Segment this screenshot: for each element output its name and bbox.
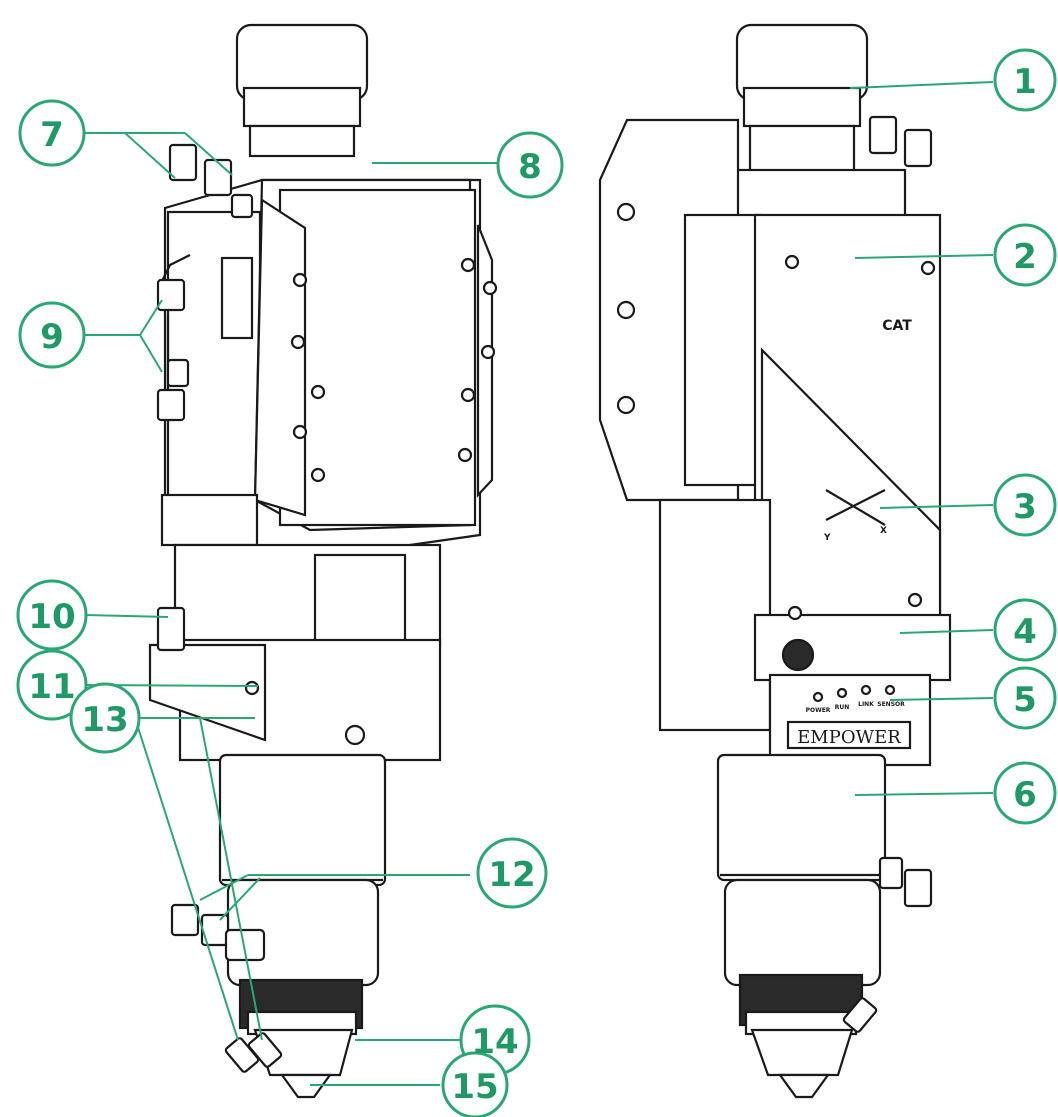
callout-8-circle xyxy=(496,131,564,199)
callout-11-circle xyxy=(16,649,88,721)
callout-6-label: 6 xyxy=(1013,775,1037,815)
left-view xyxy=(148,23,498,1099)
led-label-run: RUN xyxy=(835,704,850,711)
callout-4-label: 4 xyxy=(1013,612,1037,652)
callout-3-label: 3 xyxy=(1013,487,1037,527)
callout-15-circle xyxy=(441,1051,509,1117)
callout-12-label: 12 xyxy=(488,855,535,895)
led-label-link: LINK xyxy=(858,701,874,708)
callout-15-label: 15 xyxy=(451,1067,498,1107)
callout-1-label: 1 xyxy=(1013,62,1037,102)
axis-y-label: Y xyxy=(823,533,831,543)
callout-11-label: 11 xyxy=(28,667,75,707)
callout-circles xyxy=(16,48,1057,1117)
callout-14-label: 14 xyxy=(471,1022,518,1062)
callout-2-label: 2 xyxy=(1013,237,1037,277)
callout-5-circle xyxy=(993,666,1057,730)
callout-7-circle xyxy=(18,99,86,167)
callout-10-circle xyxy=(16,579,88,651)
logo-text: CAT xyxy=(882,318,912,334)
callout-9-label: 9 xyxy=(40,317,64,357)
callout-3-circle xyxy=(993,473,1057,537)
callout-9-circle xyxy=(18,301,86,369)
callout-2-circle xyxy=(993,223,1057,287)
led-label-sensor: SENSOR xyxy=(877,701,905,708)
callout-6-circle xyxy=(993,761,1057,825)
callout-10-label: 10 xyxy=(28,597,75,637)
callout-7-label: 7 xyxy=(40,115,64,155)
axis-x-label: X xyxy=(880,526,887,536)
callout-8-label: 8 xyxy=(518,147,542,187)
callout-5-label: 5 xyxy=(1013,680,1037,720)
callout-12-circle xyxy=(476,837,548,909)
right-view xyxy=(598,23,952,1099)
brand-plate-text: EMPOWER xyxy=(797,727,901,748)
callout-13-label: 13 xyxy=(81,700,128,740)
callout-4-circle xyxy=(993,598,1057,662)
callout-1-circle xyxy=(993,48,1057,112)
callout-13-circle xyxy=(69,682,141,754)
led-label-power: POWER xyxy=(806,707,831,714)
